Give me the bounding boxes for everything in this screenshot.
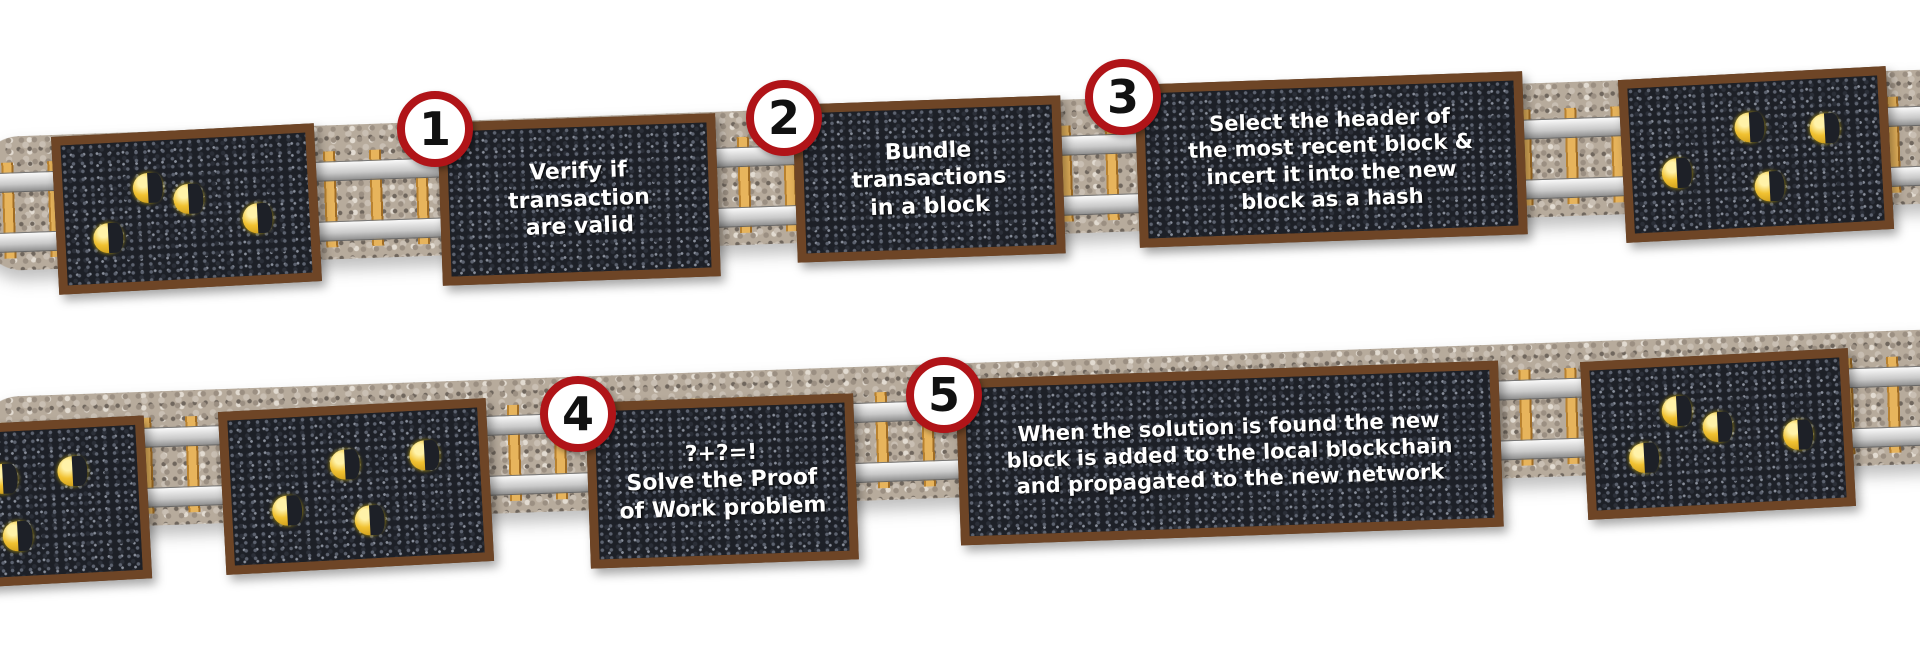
gold-coin-icon (92, 222, 125, 254)
gold-coin-icon (172, 183, 205, 215)
gold-coin-icon (1660, 395, 1693, 427)
gold-coin-icon (1628, 442, 1660, 474)
gold-coin-icon (132, 172, 164, 204)
step-1-badge: 1 (397, 91, 473, 167)
coin-cart-4 (217, 398, 495, 575)
step-3-sign: Select the header of the most recent blo… (1134, 71, 1528, 248)
gold-coin-icon (1701, 411, 1734, 443)
coal-fill (0, 424, 143, 579)
step-1-sign: Verify if transaction are valid (437, 113, 721, 286)
step-4-sign: ?+?=! Solve the Proof of Work problem (585, 393, 859, 569)
step-4-text: ?+?=! Solve the Proof of Work problem (619, 439, 827, 525)
step-5-text: When the solution is found the new block… (1006, 407, 1453, 499)
coal-fill (227, 407, 485, 566)
gold-coin-icon (241, 202, 274, 235)
step-5-sign: When the solution is found the new block… (955, 360, 1504, 546)
gold-coin-icon (1808, 112, 1841, 145)
coal-fill (60, 132, 313, 286)
coin-cart-2 (1617, 66, 1895, 243)
gold-coin-icon (329, 448, 361, 481)
gold-coin-icon (1733, 111, 1766, 144)
step-2-badge: 2 (746, 80, 822, 156)
gold-coin-icon (56, 455, 89, 488)
gold-coin-icon (1661, 157, 1693, 189)
coin-cart-3 (0, 415, 153, 588)
gold-coin-icon (408, 439, 441, 472)
step-3-badge: 3 (1085, 59, 1161, 135)
gold-coin-icon (1, 520, 34, 552)
coin-cart-1 (51, 123, 322, 295)
coal-fill (1627, 75, 1885, 234)
step-2-sign: Bundle transactions in a block (792, 95, 1066, 263)
step-2-text: Bundle transactions in a block (851, 137, 1007, 221)
gold-coin-icon (354, 504, 386, 537)
gold-coin-icon (1782, 419, 1814, 451)
step-5-badge: 5 (906, 357, 982, 433)
coal-fill (1589, 357, 1847, 511)
step-3-text: Select the header of the most recent blo… (1187, 103, 1474, 214)
gold-coin-icon (1753, 170, 1786, 203)
step-4-badge: 4 (540, 376, 616, 452)
gold-coin-icon (0, 463, 19, 495)
step-1-text: Verify if transaction are valid (507, 157, 651, 242)
coin-cart-5 (1580, 348, 1856, 520)
gold-coin-icon (271, 494, 303, 527)
